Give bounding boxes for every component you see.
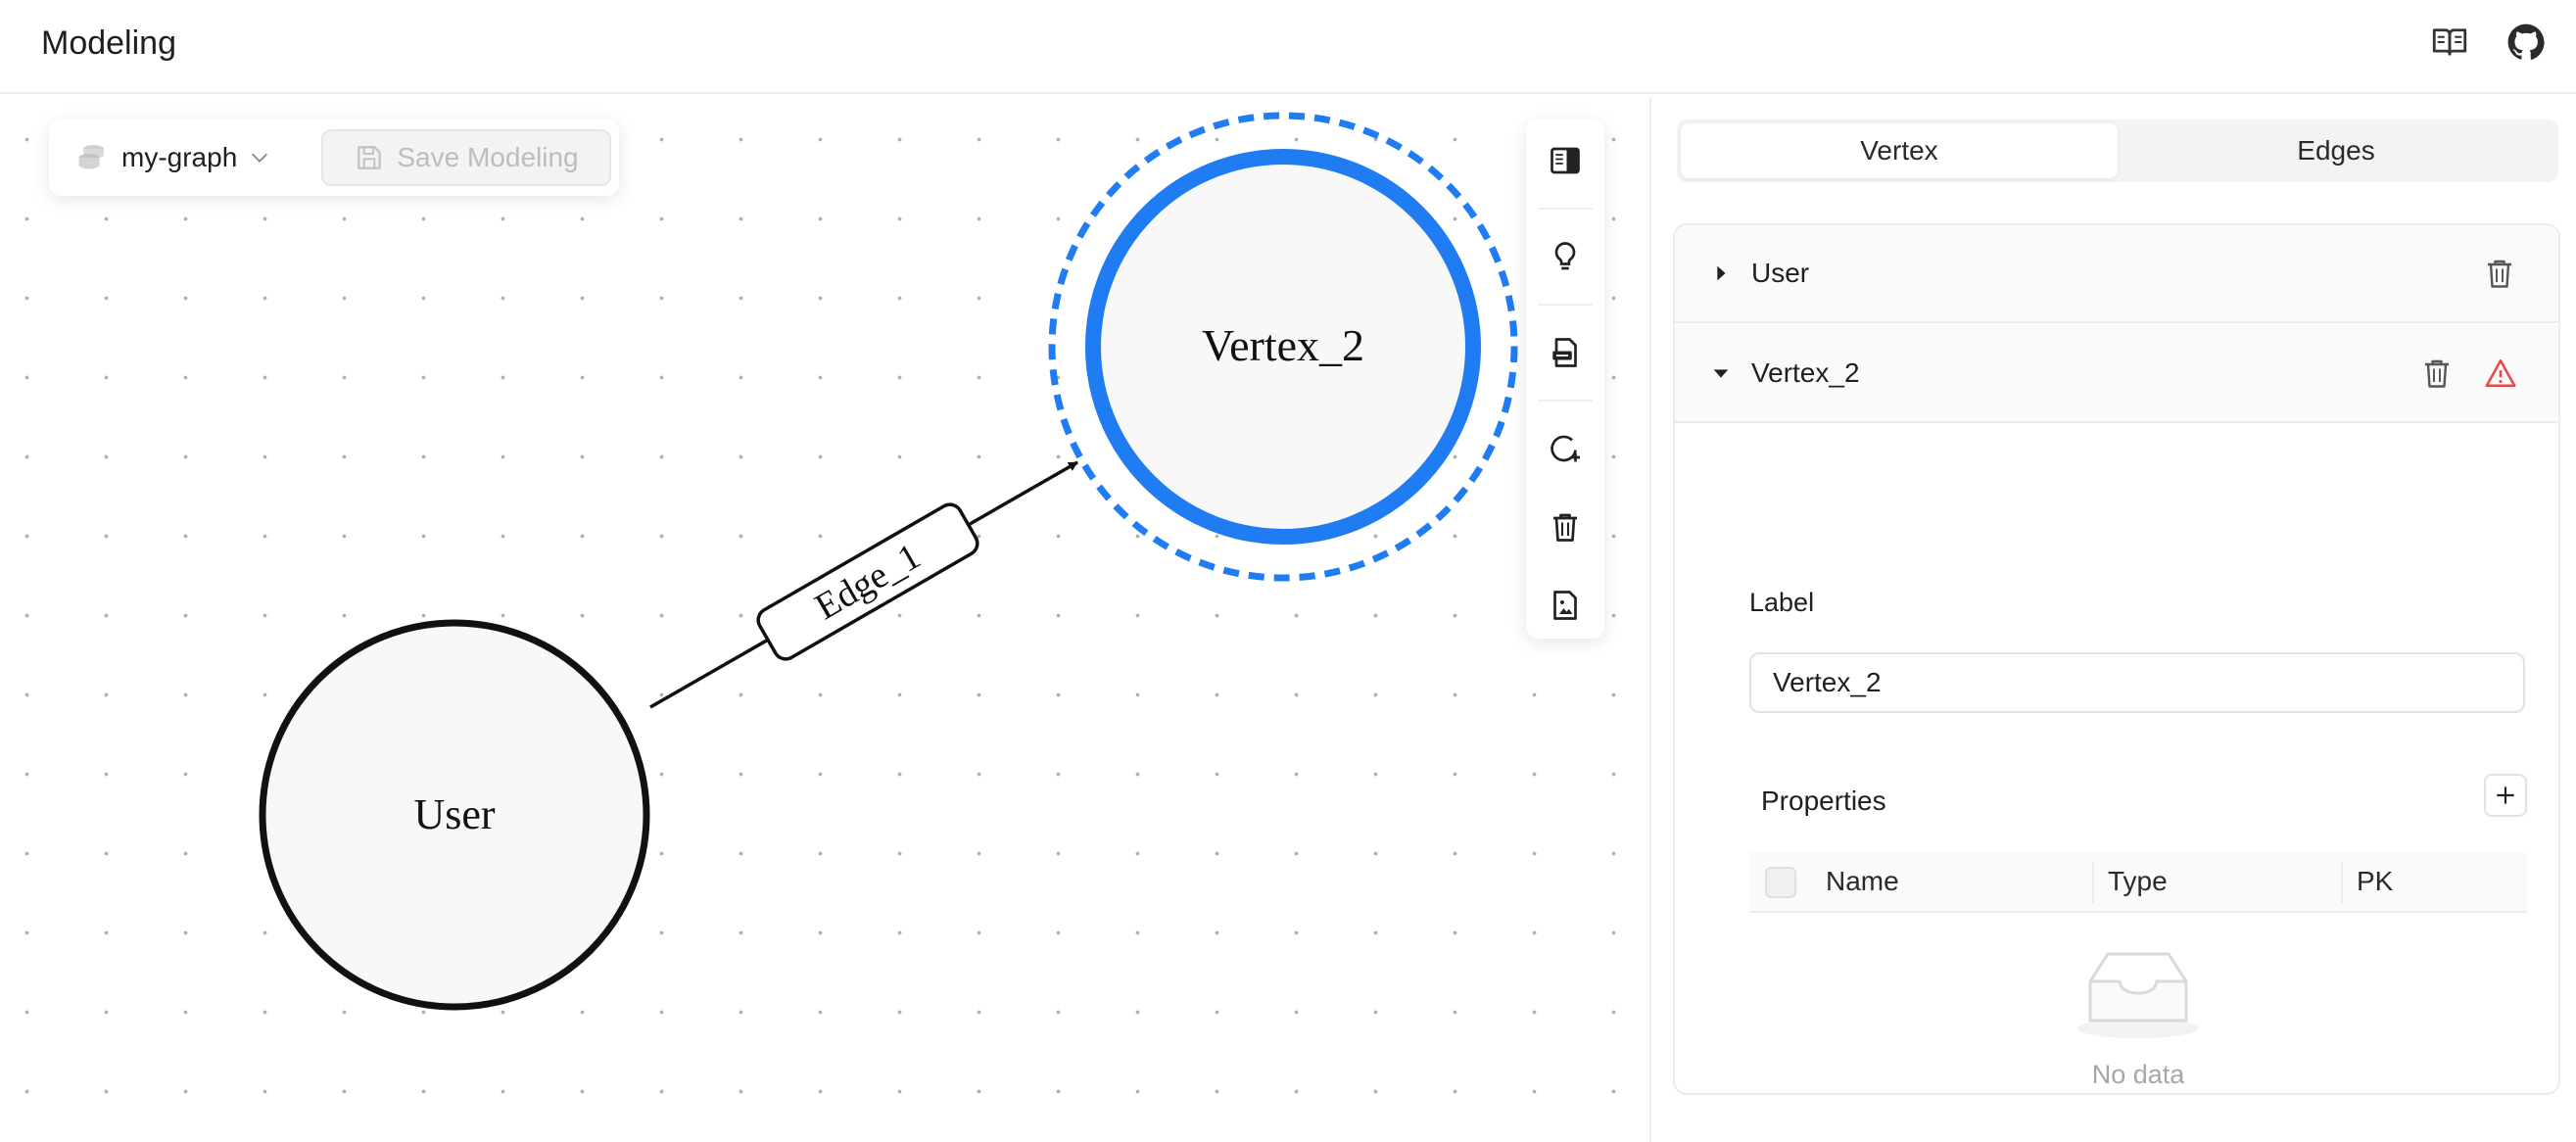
column-type: Type (2108, 866, 2168, 896)
label-input[interactable] (1749, 652, 2525, 713)
vertex-name: Vertex_2 (1751, 357, 1860, 388)
selection-ring (1048, 112, 1518, 582)
select-all-checkbox[interactable] (1765, 867, 1796, 898)
chevron-down-icon (252, 153, 268, 163)
import-icon (1552, 338, 1577, 367)
export-image-button[interactable] (1526, 566, 1604, 644)
lightbulb-icon (1554, 242, 1576, 270)
add-property-button[interactable] (2484, 774, 2527, 817)
add-node-icon (1550, 435, 1580, 462)
book-icon[interactable] (2429, 22, 2470, 63)
delete-icon (1553, 513, 1577, 542)
toolbar-divider (1538, 304, 1593, 306)
trash-icon[interactable] (2482, 256, 2517, 291)
page-title: Modeling (41, 24, 176, 62)
delete-button[interactable] (1526, 488, 1604, 566)
caret-right-icon[interactable] (1710, 262, 1732, 284)
label-title: Label (1749, 588, 1815, 617)
graph-canvas[interactable]: Edge_1 User Vertex_2 (0, 96, 1651, 1142)
toolbar-divider (1538, 400, 1593, 402)
properties-table-header: Name Type PK (1749, 852, 2527, 913)
tips-button[interactable] (1526, 217, 1604, 296)
vertex-row-vertex-2[interactable]: Vertex_2 (1675, 325, 2558, 423)
column-name: Name (1826, 866, 1899, 896)
panel-tabs: Vertex Edges (1677, 119, 2558, 182)
edge-edge-1[interactable]: Edge_1 (649, 460, 1078, 709)
graph-drawing: Edge_1 User Vertex_2 (259, 112, 1518, 1011)
node-user[interactable]: User (259, 619, 650, 1011)
panel-toggle-button[interactable] (1526, 121, 1604, 200)
export-image-icon (1553, 591, 1577, 620)
empty-box-icon (2077, 952, 2199, 1038)
toolbar-divider (1538, 208, 1593, 210)
graph-name: my-graph (121, 142, 238, 172)
node-vertex-2[interactable]: Vertex_2 (1048, 112, 1518, 582)
node-label-vertex-2: Vertex_2 (1202, 320, 1364, 370)
side-toolbar (1526, 119, 1604, 639)
column-divider (2341, 862, 2343, 903)
save-icon (358, 146, 382, 169)
tab-vertex[interactable]: Vertex (1681, 123, 2118, 178)
vertex-list-card: User Vertex_2 (1673, 223, 2560, 1095)
trash-icon[interactable] (2419, 356, 2455, 391)
vertex-row-user[interactable]: User (1675, 225, 2558, 323)
tab-edges[interactable]: Edges (2297, 135, 2375, 166)
right-panel: Vertex Edges User Vertex_2 (1653, 96, 2576, 1142)
node-label-user: User (413, 790, 495, 838)
canvas-topbar: my-graph Save Modeling (49, 119, 619, 196)
warning-icon (2485, 358, 2516, 388)
panel-toggle-icon (1550, 147, 1580, 174)
plus-icon (2497, 786, 2514, 804)
add-node-button[interactable] (1526, 409, 1604, 488)
top-header: Modeling (0, 0, 2576, 94)
save-modeling-button[interactable]: Save Modeling (321, 129, 611, 186)
column-divider (2092, 862, 2094, 903)
save-button-label: Save Modeling (397, 142, 579, 172)
empty-text: No data (2091, 1060, 2185, 1089)
properties-title: Properties (1761, 785, 1886, 816)
column-pk: PK (2357, 866, 2394, 896)
edge-label-box: Edge_1 (756, 502, 979, 661)
vertex-name: User (1751, 258, 1810, 288)
properties-empty-state: No data (1749, 913, 2527, 1093)
github-icon[interactable] (2505, 22, 2547, 63)
graph-selector[interactable]: my-graph (74, 135, 270, 180)
caret-down-icon[interactable] (1710, 362, 1732, 384)
database-icon (78, 145, 104, 169)
import-button[interactable] (1526, 313, 1604, 392)
